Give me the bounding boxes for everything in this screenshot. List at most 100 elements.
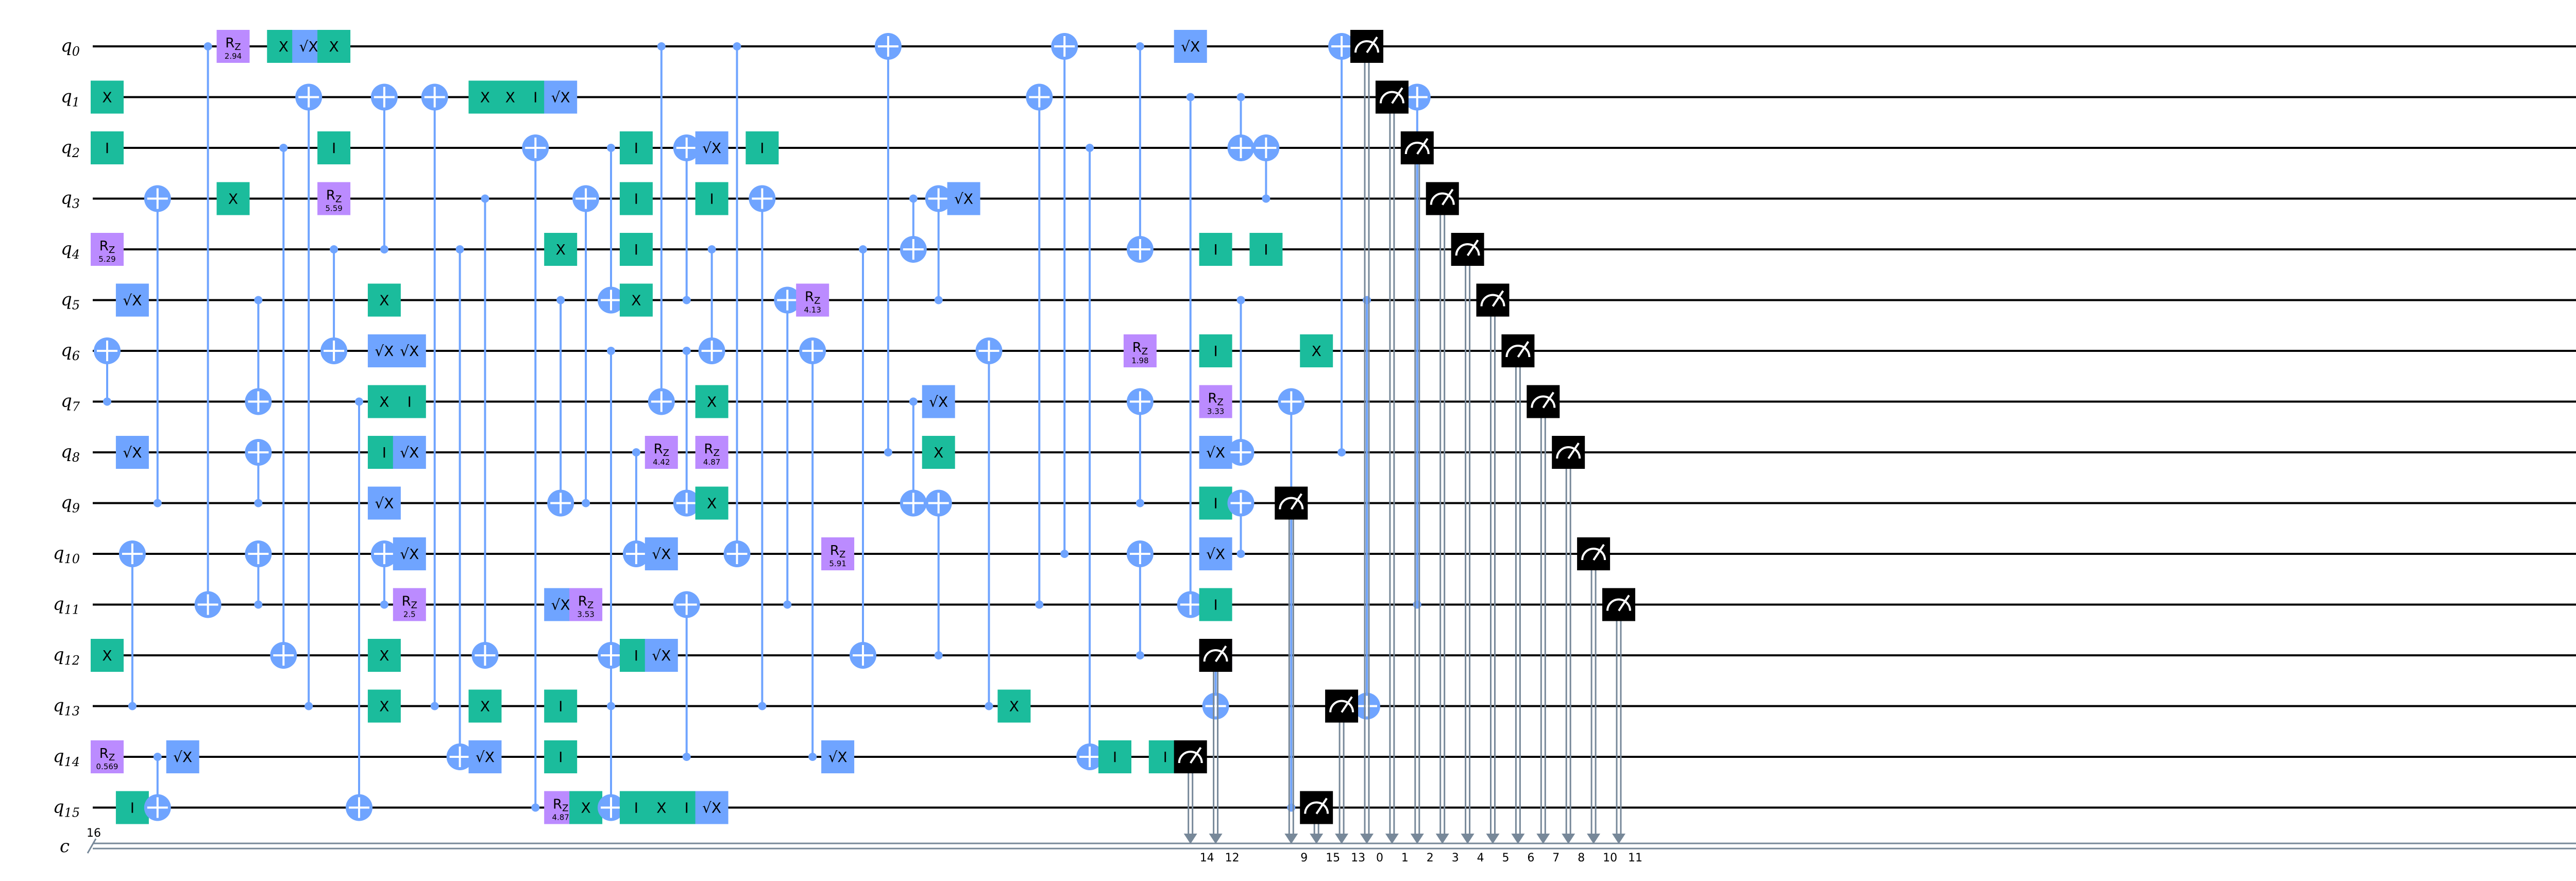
meter-arc-icon — [1531, 395, 1556, 408]
cnot-control-dot — [884, 448, 892, 456]
x-gate — [367, 639, 401, 672]
rz-gate-angle: 5.29 — [98, 255, 115, 264]
measure-gate — [1451, 233, 1484, 266]
identity-gate-label: I — [1113, 749, 1117, 766]
identity-gate-label: I — [760, 140, 764, 157]
identity-gate-label: I — [709, 191, 714, 208]
measure-bit-index: 2 — [1427, 852, 1434, 865]
identity-gate-label: I — [685, 800, 689, 817]
cnot-control-dot — [859, 245, 867, 253]
rz-gate-label: RZ — [225, 36, 241, 53]
cnot-control-dot — [380, 245, 388, 253]
x-gate-label: X — [556, 241, 566, 258]
meter-arc-icon — [1304, 801, 1329, 814]
x-gate-label: X — [631, 292, 641, 309]
measure-bit-index: 3 — [1452, 852, 1459, 865]
qubit-label-6: q6 — [61, 340, 80, 363]
cnot-control-dot — [1287, 803, 1296, 812]
identity-gate-label: I — [634, 647, 638, 664]
identity-gate-label: I — [332, 140, 336, 157]
qubit-label-5: q5 — [61, 290, 80, 313]
meter-needle-icon — [1190, 747, 1202, 764]
sqrt-x-gate-label: √X — [400, 343, 419, 360]
rz-gate-angle: 2.5 — [403, 610, 416, 619]
classical-bus-slash — [87, 838, 97, 854]
cnot-control-dot — [355, 397, 363, 406]
qubit-label-1: q1 — [61, 87, 80, 110]
rz-gate-angle: 2.94 — [225, 52, 242, 61]
identity-gate-label: I — [105, 140, 109, 157]
identity-gate-label: I — [634, 140, 638, 157]
cnot-control-dot — [1413, 600, 1421, 609]
sqrt-x-gate — [695, 791, 728, 824]
cnot-control-dot — [254, 600, 263, 609]
identity-gate — [1199, 233, 1232, 266]
meter-arc-icon — [1329, 700, 1354, 713]
identity-gate — [1199, 334, 1232, 367]
rz-gate — [1199, 385, 1232, 418]
measure-bit-index: 13 — [1351, 852, 1365, 865]
meter-needle-icon — [1592, 544, 1605, 561]
sqrt-x-gate — [367, 486, 401, 520]
sqrt-x-gate — [1199, 537, 1232, 570]
cnot-control-dot — [733, 42, 741, 50]
measure-arrow-icon — [1335, 834, 1349, 844]
sqrt-x-gate — [695, 131, 728, 164]
cnot-control-dot — [1337, 448, 1346, 456]
identity-gate — [619, 131, 653, 164]
measure-bit-index: 6 — [1527, 852, 1534, 865]
sqrt-x-gate-label: √X — [1206, 546, 1225, 563]
cnot-control-dot — [330, 245, 338, 253]
rz-gate-angle: 4.87 — [703, 458, 720, 467]
meter-arc-icon — [1505, 345, 1531, 358]
cnot-control-dot — [934, 651, 943, 659]
identity-gate-label: I — [1213, 241, 1217, 258]
rz-gate — [393, 588, 426, 621]
measure-arrow-icon — [1435, 834, 1449, 844]
qubit-label-12: q12 — [53, 645, 80, 668]
meter-needle-icon — [1341, 696, 1353, 713]
qubit-label-2: q2 — [61, 137, 80, 160]
x-gate-label: X — [707, 495, 717, 512]
sqrt-x-gate-label: √X — [400, 444, 419, 461]
measure-arrow-icon — [1486, 834, 1500, 844]
cnot-control-dot — [607, 702, 615, 710]
sqrt-x-gate-label: √X — [123, 292, 142, 309]
measure-arrow-icon — [1511, 834, 1525, 844]
rz-gate-label: RZ — [1208, 391, 1223, 408]
rz-gate-angle: 4.87 — [552, 813, 569, 822]
qubit-label-14: q14 — [53, 746, 80, 769]
measure-bit-index: 5 — [1502, 852, 1510, 865]
measure-gate — [1527, 385, 1560, 418]
measure-arrow-icon — [1461, 834, 1475, 844]
meter-arc-icon — [1279, 497, 1304, 510]
measure-gate — [1501, 334, 1535, 367]
x-gate-label: X — [934, 444, 943, 461]
cnot-control-dot — [1236, 296, 1245, 304]
cnot-control-dot — [556, 296, 565, 304]
cnot-control-dot — [632, 448, 640, 456]
meter-needle-icon — [1542, 392, 1554, 409]
x-gate-label: X — [379, 698, 389, 715]
sqrt-x-gate-label: √X — [173, 749, 192, 766]
x-gate — [1300, 334, 1333, 367]
measure-arrow-icon — [1360, 834, 1374, 844]
cnot-control-dot — [682, 753, 691, 761]
meter-needle-icon — [1567, 442, 1580, 460]
identity-gate — [695, 182, 728, 215]
sqrt-x-gate — [1174, 30, 1207, 63]
meter-arc-icon — [1480, 294, 1505, 307]
meter-needle-icon — [1492, 290, 1504, 307]
measure-arrow-icon — [1587, 834, 1601, 844]
rz-gate-label: RZ — [830, 543, 845, 560]
identity-gate — [115, 791, 149, 824]
sqrt-x-gate-label: √X — [375, 343, 394, 360]
sqrt-x-gate-label: √X — [551, 89, 570, 106]
identity-gate-label: I — [558, 698, 563, 715]
measure-bit-index: 14 — [1200, 852, 1214, 865]
measure-gate — [1325, 689, 1359, 723]
sqrt-x-gate — [947, 182, 980, 215]
cnot-control-dot — [1086, 144, 1094, 152]
sqrt-x-gate — [393, 537, 426, 570]
